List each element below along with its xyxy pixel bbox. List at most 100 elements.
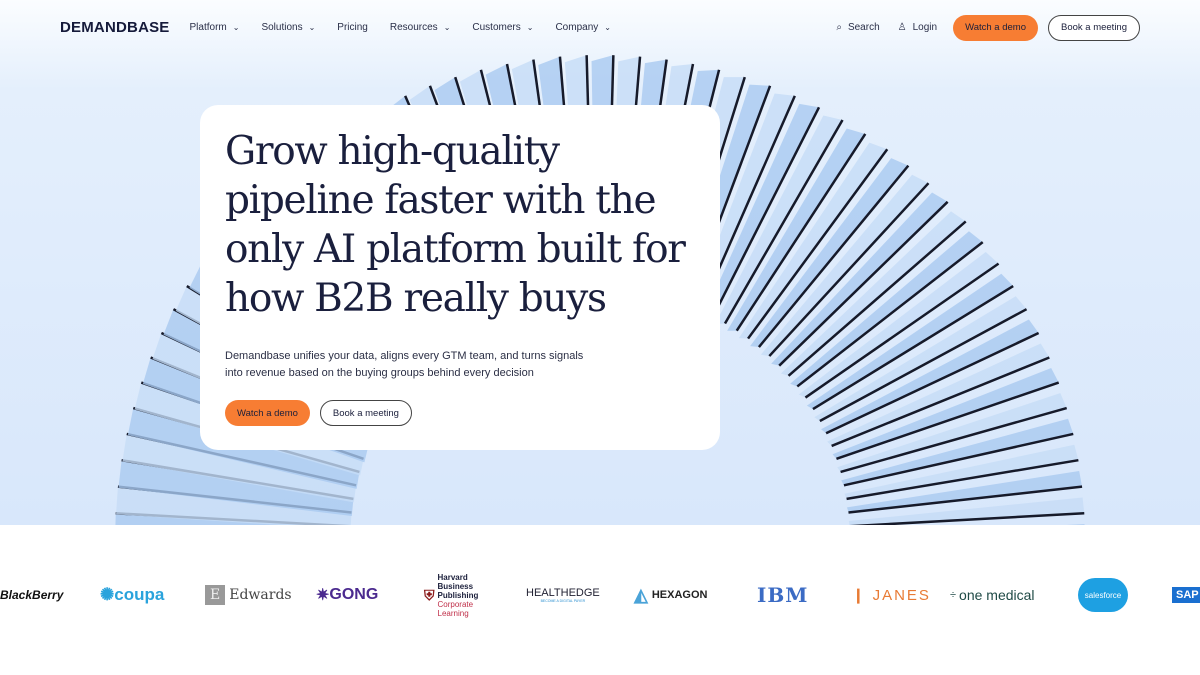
logo-text: coupa bbox=[114, 585, 165, 604]
janes-icon: ❙ bbox=[852, 587, 867, 604]
search-icon: ⌕ bbox=[836, 22, 842, 33]
arc-blade-fill bbox=[798, 251, 999, 398]
arc-blade-fill bbox=[821, 319, 1039, 434]
edwards-icon: E bbox=[205, 585, 226, 605]
hero-title: Grow high-quality pipeline faster with t… bbox=[225, 129, 686, 321]
watch-demo-button[interactable]: Watch a demo bbox=[953, 14, 1038, 41]
login-button[interactable]: ♙ Login bbox=[898, 22, 937, 33]
logo-text: HEXAGON bbox=[651, 589, 708, 601]
nav-label: Resources bbox=[389, 22, 438, 33]
chevron-down-icon: ⌄ bbox=[308, 23, 316, 32]
arc-blade-fill bbox=[116, 486, 352, 525]
book-meeting-button[interactable]: Book a meeting bbox=[1047, 14, 1140, 41]
arc-blade-fill bbox=[771, 192, 948, 366]
nav-customers[interactable]: Customers ⌄ bbox=[472, 22, 533, 33]
logo-blackberry: BlackBerry bbox=[0, 588, 64, 602]
arc-blade-fill bbox=[832, 368, 1059, 459]
arc-blade bbox=[825, 331, 1040, 435]
chevron-down-icon: ⌄ bbox=[443, 23, 451, 32]
logo-salesforce: salesforce bbox=[1078, 565, 1128, 625]
arc-blade-fill bbox=[760, 174, 929, 357]
arc-blade bbox=[831, 356, 1050, 448]
logo-hexagon: ◭HEXAGON bbox=[634, 565, 707, 625]
logo-text: Edwards bbox=[229, 587, 292, 603]
nav-solutions[interactable]: Solutions ⌄ bbox=[261, 22, 315, 33]
chevron-down-icon: ⌄ bbox=[526, 23, 534, 32]
logo-text: JANES bbox=[872, 586, 931, 604]
arc-blade-fill bbox=[750, 158, 909, 348]
arc-blade-fill bbox=[702, 103, 819, 319]
logo-sap: SAP bbox=[1172, 565, 1200, 625]
arc-blade-fill bbox=[1066, 524, 1085, 525]
search-button[interactable]: ⌕ Search bbox=[836, 22, 879, 33]
arc-blade-fill bbox=[848, 497, 1085, 525]
nav-label: Customers bbox=[472, 22, 521, 33]
login-label: Login bbox=[912, 22, 938, 33]
arc-blade bbox=[840, 406, 1068, 474]
arc-blade bbox=[812, 284, 1014, 411]
nav-pricing[interactable]: Pricing bbox=[337, 22, 368, 33]
search-label: Search bbox=[847, 22, 880, 33]
arc-blade-fill bbox=[844, 444, 1079, 499]
arc-blade bbox=[787, 220, 967, 377]
logo-text: salesforce bbox=[1078, 578, 1128, 612]
user-icon: ♙ bbox=[897, 22, 907, 33]
logo-subtext: BECOME A DIGITAL PAYER bbox=[540, 599, 586, 603]
chevron-down-icon: ⌄ bbox=[604, 23, 611, 32]
arc-blade-fill bbox=[790, 231, 983, 387]
nav-platform[interactable]: Platform ⌄ bbox=[190, 22, 240, 33]
logo-onemedical: ÷one medical bbox=[950, 565, 1035, 625]
arc-blade-fill bbox=[727, 128, 866, 331]
arc-blade-fill bbox=[837, 393, 1067, 472]
nav-label: Solutions bbox=[261, 22, 303, 33]
logo-text: HEALTHEDGE bbox=[526, 587, 600, 599]
hexagon-icon: ◭ bbox=[634, 584, 648, 605]
arc-blade bbox=[747, 148, 889, 340]
nav-label: Platform bbox=[189, 22, 227, 33]
arc-blade bbox=[757, 164, 910, 348]
top-nav: DEMANDBASE Platform⌄ Solutions⌄ Pricing … bbox=[0, 0, 1200, 55]
arc-blade bbox=[804, 262, 1000, 399]
logo-text: GONG bbox=[329, 586, 379, 603]
arc-blade bbox=[723, 119, 844, 325]
chevron-down-icon: ⌄ bbox=[232, 23, 240, 32]
logo-text: SAP bbox=[1172, 587, 1200, 603]
demandbase-logo[interactable]: DEMANDBASE bbox=[60, 19, 170, 36]
nav-resources[interactable]: Resources ⌄ bbox=[390, 22, 451, 33]
arc-blade-fill bbox=[780, 211, 966, 376]
arc-blade bbox=[796, 241, 984, 388]
shield-icon: ⛨ bbox=[424, 586, 435, 603]
arc-blade-fill bbox=[827, 343, 1050, 446]
hero-book-meeting-button[interactable]: Book a meeting bbox=[319, 400, 412, 426]
arc-blade-fill bbox=[738, 142, 888, 339]
arc-blade-fill bbox=[841, 418, 1074, 486]
logo-coupa: ✺coupa bbox=[100, 565, 164, 625]
arc-blade bbox=[768, 182, 930, 357]
arc-blade-fill bbox=[806, 273, 1014, 410]
logo-ibm: IBM bbox=[757, 583, 809, 607]
logo-gong: ✷GONG bbox=[316, 565, 378, 625]
arc-blade-fill bbox=[715, 115, 843, 325]
nav-company[interactable]: Company ⌄ bbox=[555, 22, 611, 33]
arc-blade bbox=[836, 381, 1060, 461]
arc-blade bbox=[848, 485, 1083, 514]
hero-card: Grow high-quality pipeline faster with t… bbox=[200, 105, 720, 450]
gong-icon: ✷ bbox=[316, 587, 330, 604]
logo-subtext: Corporate Learning bbox=[437, 599, 474, 618]
logo-janes: ❙ JANES bbox=[852, 565, 931, 625]
plus-icon: ÷ bbox=[950, 589, 957, 601]
nav-label: Company bbox=[555, 22, 599, 33]
arc-blade bbox=[711, 106, 821, 318]
arc-blade bbox=[819, 308, 1028, 423]
logo-text: Harvard Business Publishing bbox=[437, 572, 479, 600]
arc-blade bbox=[846, 458, 1079, 501]
arc-blade-fill bbox=[118, 460, 354, 516]
hero-watch-demo-button[interactable]: Watch a demo bbox=[225, 400, 310, 426]
hero-subtitle: Demandbase unifies your data, aligns eve… bbox=[225, 350, 584, 379]
arc-blade-fill bbox=[846, 471, 1083, 513]
coupa-icon: ✺ bbox=[100, 585, 115, 604]
arc-blade bbox=[778, 200, 949, 367]
